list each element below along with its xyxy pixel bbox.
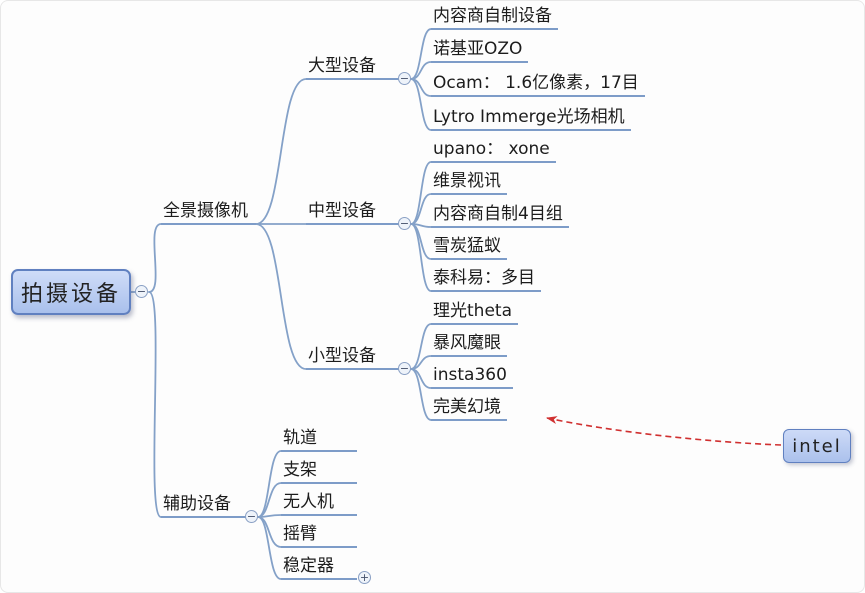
node-wanmei-huanjing[interactable]: 完美幻境 bbox=[431, 396, 507, 421]
node-weijing-video[interactable]: 维景视讯 bbox=[431, 170, 507, 195]
collapse-icon-small[interactable]: − bbox=[398, 361, 411, 375]
node-auxiliary-equipment[interactable]: 辅助设备 bbox=[161, 493, 246, 518]
node-ocam[interactable]: Ocam： 1.6亿像素，17目 bbox=[431, 72, 645, 97]
node-intel[interactable]: intel bbox=[783, 429, 851, 463]
node-bracket[interactable]: 支架 bbox=[281, 459, 357, 484]
collapse-icon-large[interactable]: − bbox=[398, 71, 411, 85]
node-nokia-ozo[interactable]: 诺基亚OZO bbox=[431, 38, 529, 63]
node-taikeyi-multi[interactable]: 泰科易：多目 bbox=[431, 267, 541, 292]
node-medium-equipment[interactable]: 中型设备 bbox=[306, 200, 399, 225]
node-large-equipment[interactable]: 大型设备 bbox=[306, 55, 399, 80]
node-baofeng-moyan[interactable]: 暴风魔眼 bbox=[431, 332, 507, 357]
node-stabilizer[interactable]: 稳定器 bbox=[281, 555, 357, 580]
node-root[interactable]: 拍摄设备 bbox=[11, 269, 131, 315]
node-track[interactable]: 轨道 bbox=[281, 427, 357, 452]
node-small-equipment[interactable]: 小型设备 bbox=[306, 345, 399, 370]
intel-arrow bbox=[546, 416, 782, 446]
collapse-icon-medium[interactable]: − bbox=[398, 216, 411, 230]
node-content-provider-diy[interactable]: 内容商自制设备 bbox=[431, 5, 558, 30]
node-insta360[interactable]: insta360 bbox=[431, 364, 513, 389]
node-lytro-immerge[interactable]: Lytro Immerge光场相机 bbox=[431, 106, 631, 131]
expand-icon-stabilizer[interactable]: + bbox=[358, 570, 371, 584]
node-panoramic-camera[interactable]: 全景摄像机 bbox=[161, 200, 256, 225]
node-xuetan-mengyi[interactable]: 雪炭猛蚁 bbox=[431, 235, 507, 260]
collapse-icon-auxiliary[interactable]: − bbox=[245, 509, 258, 523]
node-content-provider-4eye[interactable]: 内容商自制4目组 bbox=[431, 203, 569, 228]
node-upano-xone[interactable]: upano： xone bbox=[431, 138, 556, 163]
node-crane-arm[interactable]: 摇臂 bbox=[281, 523, 357, 548]
collapse-icon-root[interactable]: − bbox=[135, 284, 148, 298]
node-ricoh-theta[interactable]: 理光theta bbox=[431, 300, 518, 325]
node-drone[interactable]: 无人机 bbox=[281, 491, 357, 516]
